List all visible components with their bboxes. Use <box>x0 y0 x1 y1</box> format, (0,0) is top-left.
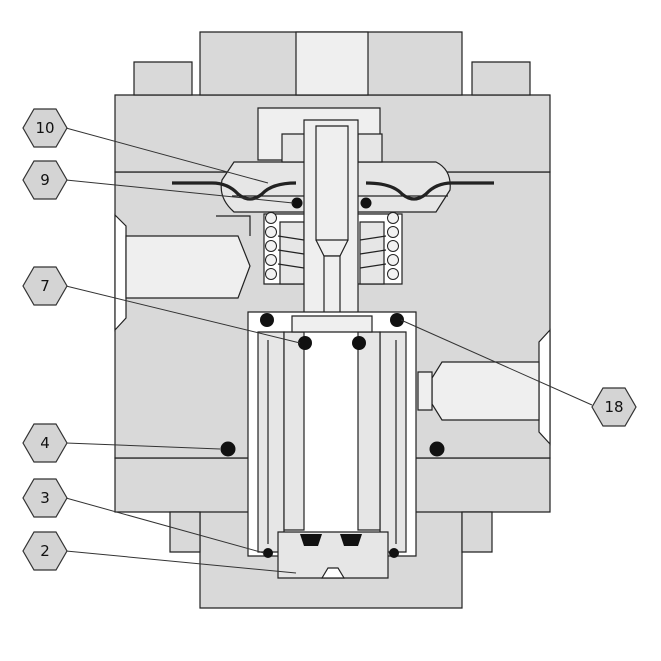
inlet-port <box>114 213 251 332</box>
callout-7-label: 7 <box>40 277 50 295</box>
valve-seat <box>277 531 389 579</box>
callout-4-label: 4 <box>40 434 50 452</box>
callout-18-label: 18 <box>604 398 623 416</box>
outlet-port <box>417 328 551 446</box>
callout-7: 7 <box>22 266 68 306</box>
callout-4: 4 <box>22 423 68 463</box>
callout-18: 18 <box>591 387 637 427</box>
callout-2-label: 2 <box>40 542 50 560</box>
callout-9-label: 9 <box>40 171 50 189</box>
leader-lines <box>65 127 593 574</box>
callout-2: 2 <box>22 531 68 571</box>
o-ring-seals <box>220 197 445 558</box>
spring-coils-right <box>359 212 399 280</box>
callout-3: 3 <box>22 478 68 518</box>
callout-9: 9 <box>22 160 68 200</box>
spring-coils-left <box>265 212 305 280</box>
callout-10: 10 <box>22 108 68 148</box>
callout-3-label: 3 <box>40 489 50 507</box>
cartridge-sleeve <box>247 311 417 557</box>
callout-10-label: 10 <box>35 119 54 137</box>
